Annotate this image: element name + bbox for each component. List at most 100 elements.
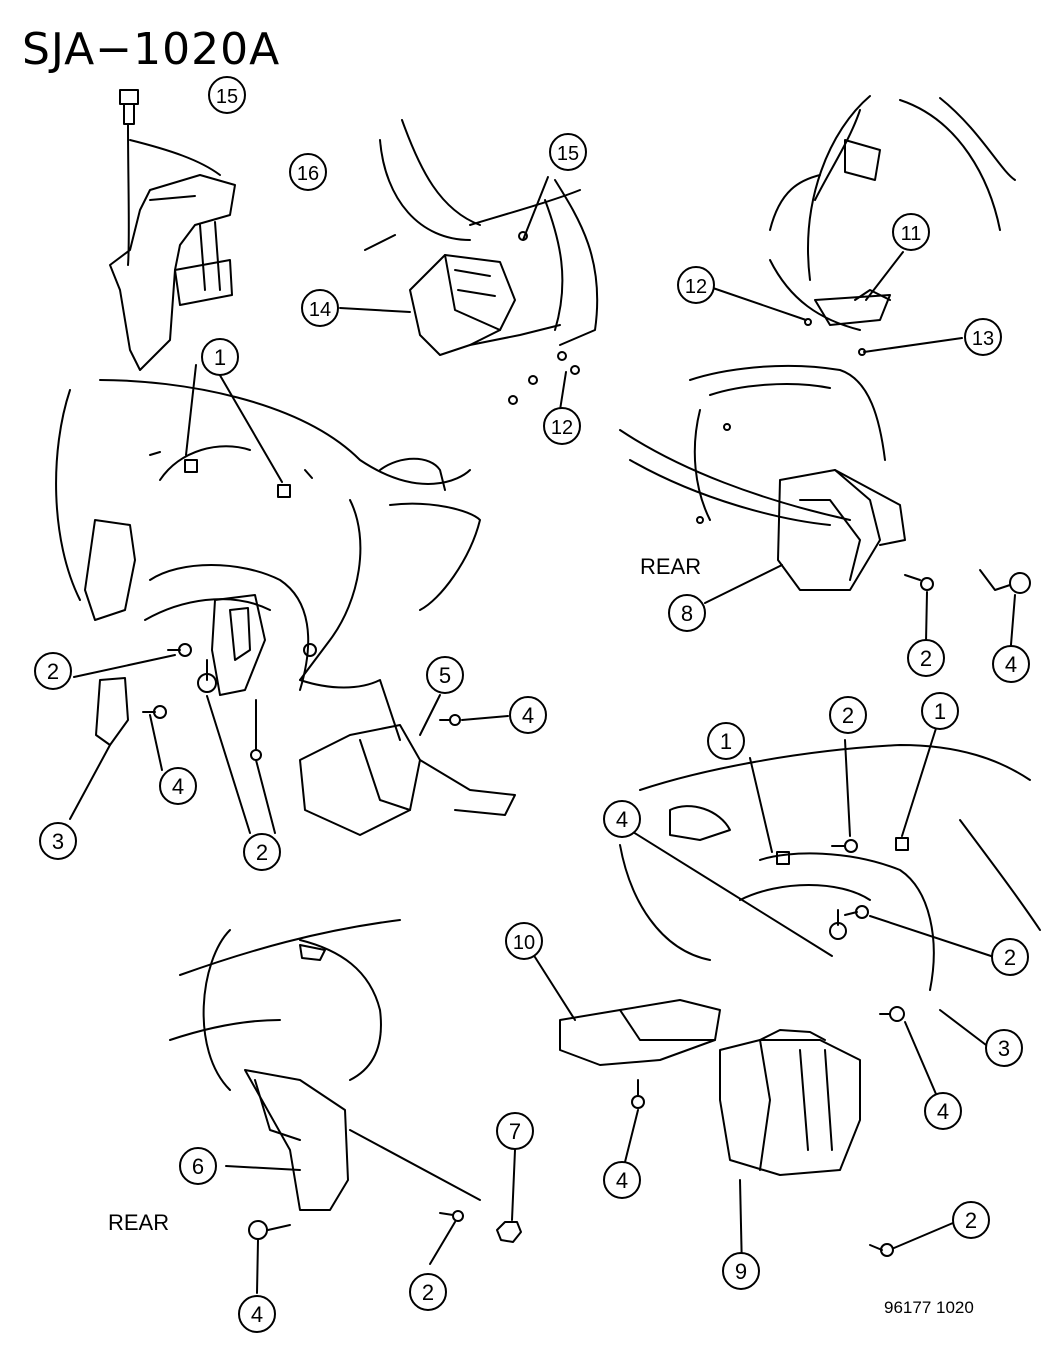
callout-circle: [829, 696, 867, 734]
callout-2: 2: [409, 1273, 447, 1311]
callout-circle: [722, 1252, 760, 1290]
callout-circle: [907, 639, 945, 677]
callout-circle: [179, 1147, 217, 1185]
callout-label: 7: [509, 1119, 521, 1144]
callout-label: 9: [735, 1259, 747, 1284]
callout-label: 3: [52, 829, 64, 854]
callout-circle: [543, 407, 581, 445]
callout-circle: [677, 266, 715, 304]
callout-2: 2: [34, 652, 72, 690]
callout-label: 4: [251, 1302, 263, 1327]
callout-circle: [603, 800, 641, 838]
callout-2: 2: [907, 639, 945, 677]
callout-2: 2: [952, 1201, 990, 1239]
callout-16: 16: [289, 153, 327, 191]
callout-6: 6: [179, 1147, 217, 1185]
callout-label: 1: [934, 699, 946, 724]
callout-label: 4: [937, 1099, 949, 1124]
figure-number: 96177 1020: [884, 1298, 974, 1317]
callout-12: 12: [543, 407, 581, 445]
splash-shield-16-drawing: [109, 89, 236, 371]
rear-label-right: REAR: [640, 554, 702, 579]
callout-label: 4: [172, 774, 184, 799]
callout-circle: [409, 1273, 447, 1311]
callout-circle: [238, 1295, 276, 1333]
callout-circle: [505, 922, 543, 960]
callout-circle: [985, 1029, 1023, 1067]
callout-4: 4: [992, 645, 1030, 683]
callout-4: 4: [238, 1295, 276, 1333]
callout-label: 4: [1005, 652, 1017, 677]
callout-circle: [34, 652, 72, 690]
callout-label: 2: [422, 1280, 434, 1305]
front-liner-9-10-drawing: [525, 721, 1041, 1272]
callout-4: 4: [509, 696, 547, 734]
front-fender-liner-drawing: [55, 364, 516, 836]
callout-circle: [992, 645, 1030, 683]
callout-label: 3: [998, 1036, 1010, 1061]
callout-circle: [289, 153, 327, 191]
callout-circle: [159, 767, 197, 805]
callout-label: 4: [522, 703, 534, 728]
callout-circle: [952, 1201, 990, 1239]
callout-11: 11: [892, 213, 930, 251]
callout-circle: [921, 692, 959, 730]
callout-circle: [924, 1092, 962, 1130]
callout-label: 13: [972, 328, 994, 350]
callout-3: 3: [985, 1029, 1023, 1067]
callout-circle: [208, 76, 246, 114]
callout-label: 2: [920, 646, 932, 671]
callout-circle: [707, 722, 745, 760]
callout-2: 2: [991, 938, 1029, 976]
callout-4: 4: [159, 767, 197, 805]
callout-9: 9: [722, 1252, 760, 1290]
callout-label: 11: [901, 223, 922, 245]
callout-circle: [201, 338, 239, 376]
callout-circle: [991, 938, 1029, 976]
callout-1: 1: [201, 338, 239, 376]
callout-circle: [509, 696, 547, 734]
callout-1: 1: [921, 692, 959, 730]
callout-12: 12: [677, 266, 715, 304]
callout-circle: [603, 1161, 641, 1199]
callout-15: 15: [208, 76, 246, 114]
callout-label: 2: [256, 840, 268, 865]
callout-4: 4: [924, 1092, 962, 1130]
callout-label: 12: [685, 276, 707, 298]
callout-15: 15: [549, 133, 587, 171]
callout-8: 8: [668, 594, 706, 632]
callout-label: 15: [216, 86, 238, 108]
callout-circle: [668, 594, 706, 632]
rear-wheelhouse-8-drawing: [619, 364, 1031, 658]
callout-circle: [426, 656, 464, 694]
callout-circle: [301, 289, 339, 327]
callout-circle: [964, 318, 1002, 356]
rear-wheel-flap-6-drawing: [169, 919, 522, 1294]
callout-label: 6: [192, 1154, 204, 1179]
callout-14: 14: [301, 289, 339, 327]
wheelhouse-11-drawing: [709, 95, 1016, 356]
callout-label: 12: [551, 417, 573, 439]
wheelhouse-14-drawing: [339, 119, 599, 411]
callout-label: 4: [616, 807, 628, 832]
diagram-code: SJA−1020A: [22, 24, 281, 75]
callout-10: 10: [505, 922, 543, 960]
callout-label: 1: [720, 729, 732, 754]
callout-circle: [496, 1112, 534, 1150]
callout-label: 1: [214, 345, 226, 370]
callout-2: 2: [243, 833, 281, 871]
callout-7: 7: [496, 1112, 534, 1150]
callout-circle: [549, 133, 587, 171]
callout-circle: [39, 822, 77, 860]
callout-label: 2: [965, 1208, 977, 1233]
callout-label: 4: [616, 1168, 628, 1193]
callout-circle: [243, 833, 281, 871]
callout-3: 3: [39, 822, 77, 860]
callout-label: 8: [681, 601, 693, 626]
callout-4: 4: [603, 1161, 641, 1199]
callout-label: 16: [297, 163, 319, 185]
callout-circle: [892, 213, 930, 251]
callout-label: 10: [513, 932, 535, 954]
callout-2: 2: [829, 696, 867, 734]
